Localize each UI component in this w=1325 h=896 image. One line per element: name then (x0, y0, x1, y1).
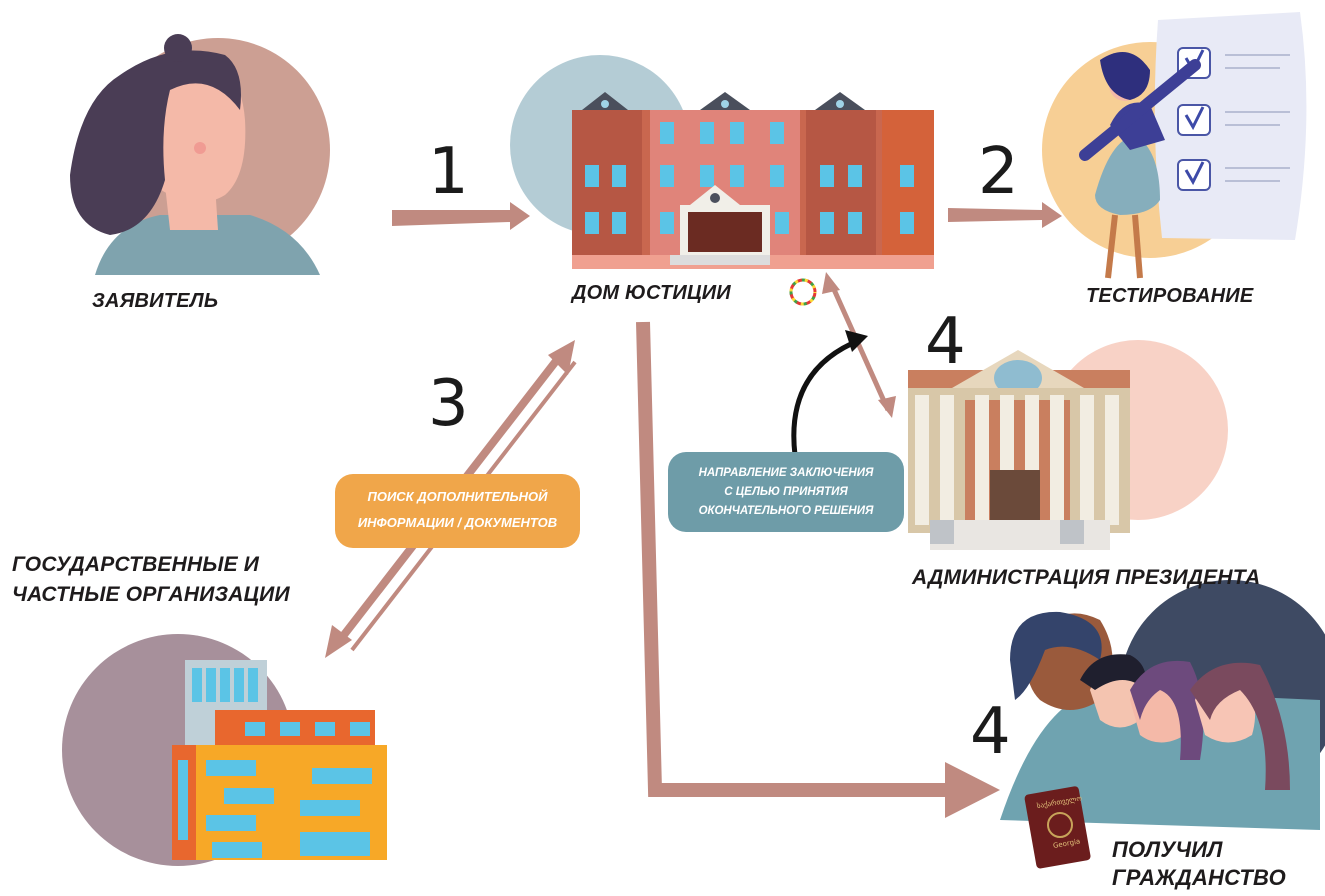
arrow-1 (392, 202, 530, 230)
ministry-logo-icon (789, 278, 817, 306)
citizenship-label-line2: ГРАЖДАНСТВО (1112, 865, 1286, 890)
referral-line1: НАПРАВЛЕНИЕ ЗАКЛЮЧЕНИЯ (698, 467, 874, 479)
arrow-2 (948, 202, 1062, 228)
search-info-line1: ПОИСК ДОПОЛНИТЕЛЬНОЙ (367, 489, 548, 504)
search-info-line2: ИНФОРМАЦИИ / ДОКУМЕНТОВ (357, 515, 558, 530)
referral-line3: ОКОНЧАТЕЛЬНОГО РЕШЕНИЯ (698, 505, 874, 517)
applicant-illustration (70, 34, 320, 275)
organizations-illustration (172, 660, 387, 860)
testing-illustration (1079, 12, 1307, 279)
organizations-label: ГОСУДАРСТВЕННЫЕ И ЧАСТНЫЕ ОРГАНИЗАЦИИ (12, 550, 290, 610)
house-of-justice-label: ДОМ ЮСТИЦИИ (572, 282, 731, 304)
citizenship-label: ПОЛУЧИЛ ГРАЖДАНСТВО (1112, 836, 1286, 892)
search-info-note: ПОИСК ДОПОЛНИТЕЛЬНОЙ ИНФОРМАЦИИ / ДОКУМЕ… (335, 474, 580, 548)
president-admin-illustration (908, 350, 1130, 550)
step-2-number: 2 (978, 135, 1019, 209)
step-4-citizenship-number: 4 (970, 695, 1011, 769)
step-1-number: 1 (428, 135, 469, 209)
organizations-label-line2: ЧАСТНЫЕ ОРГАНИЗАЦИИ (12, 583, 290, 606)
arrow-to-admin (822, 272, 896, 418)
step-4-admin-number: 4 (925, 305, 966, 379)
citizenship-label-line1: ПОЛУЧИЛ (1112, 837, 1223, 862)
passport: საქართველო Georgia (1034, 794, 1092, 852)
referral-note: НАПРАВЛЕНИЕ ЗАКЛЮЧЕНИЯ С ЦЕЛЬЮ ПРИНЯТИЯ … (668, 452, 904, 532)
referral-line2: С ЦЕЛЬЮ ПРИНЯТИЯ (724, 486, 848, 498)
organizations-label-line1: ГОСУДАРСТВЕННЫЕ И (12, 553, 260, 576)
testing-label: ТЕСТИРОВАНИЕ (1086, 285, 1254, 307)
house-of-justice-illustration (572, 92, 934, 269)
applicant-label: ЗАЯВИТЕЛЬ (92, 290, 219, 312)
arrow-to-citizenship (636, 321, 1000, 818)
president-admin-label: АДМИНИСТРАЦИЯ ПРЕЗИДЕНТА (912, 566, 1261, 589)
citizens-illustration (1000, 611, 1320, 869)
referral-curve-arrow (791, 330, 868, 456)
step-3-number: 3 (428, 367, 469, 441)
